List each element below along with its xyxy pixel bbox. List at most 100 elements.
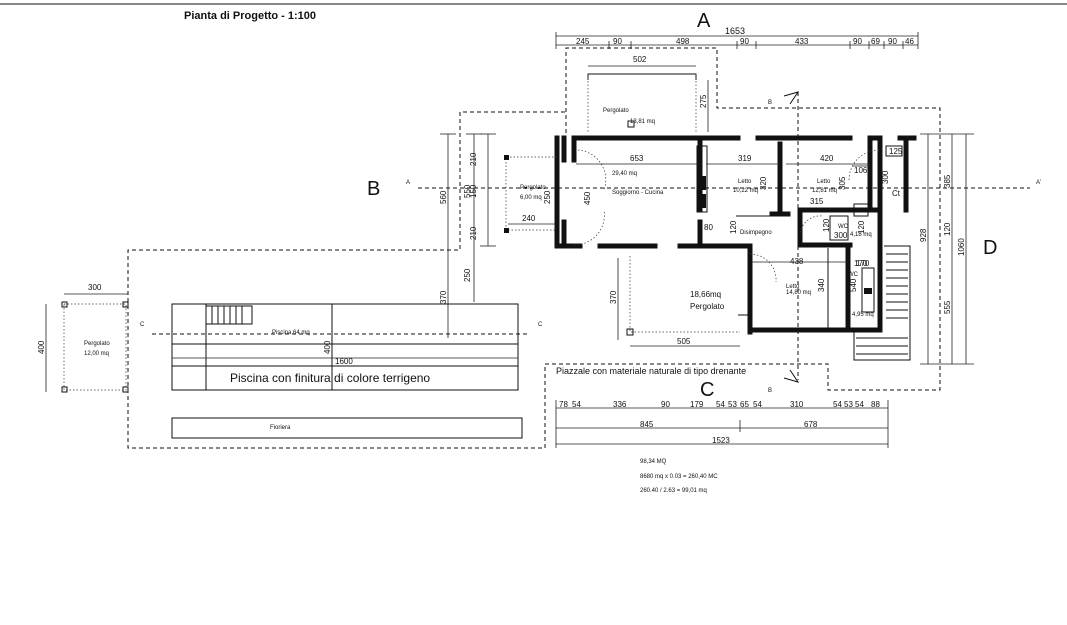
stairs-right (853, 245, 911, 361)
wc-2: WC 4,95 mq 340 170 (817, 259, 875, 318)
dim-label: 370 (609, 290, 618, 304)
section-letter-b: B (367, 178, 380, 200)
dim-label: 250 (463, 268, 472, 282)
dim-label: 1600 (335, 357, 353, 366)
dim-label: 336 (613, 400, 627, 409)
dim-label: 54 (572, 400, 581, 409)
section-mark: C (538, 322, 543, 328)
section-line-b: B B (768, 91, 800, 394)
dim-label: 653 (630, 154, 644, 163)
ct-room: 125 106 300 Ct (852, 145, 903, 217)
bottom-dimensions: 78 54 336 90 179 54 53 65 54 310 54 53 5… (555, 400, 889, 448)
letto-1: 319 Letto 10,22 mq 320 (706, 154, 780, 194)
dim-label: 54 (833, 400, 842, 409)
dim-label: 120 (857, 220, 866, 234)
building-walls (554, 135, 917, 335)
dim-label: 400 (323, 340, 332, 354)
top-dim-part: 90 (853, 37, 862, 46)
dim-label: 315 (810, 197, 824, 206)
dim-label: 170 (856, 259, 870, 268)
top-dim-part: 90 (740, 37, 749, 46)
dim-label: 54 (753, 400, 762, 409)
room-name: Ct (892, 189, 901, 198)
dim-label: 53 (728, 400, 737, 409)
top-dim-part: 69 (871, 37, 880, 46)
property-outline (127, 47, 941, 449)
note-line: 260.40 / 2.63 = 99,01 mq (640, 488, 707, 494)
dim-label: 505 (677, 337, 691, 346)
top-dim-part: 90 (613, 37, 622, 46)
top-dim-part: 46 (905, 37, 914, 46)
room-name: Disimpegno (740, 230, 772, 236)
dim-label: 179 (690, 400, 704, 409)
section-letter-a: A (697, 10, 711, 32)
room-area: 12,00 mq (84, 351, 109, 357)
dim-label: 170 (854, 259, 868, 268)
room-area: 18,66mq (690, 290, 721, 299)
dim-label: 53 (844, 400, 853, 409)
section-line-c: C C (140, 322, 543, 335)
room-name: Letto (817, 179, 831, 185)
dim-label: 370 (439, 290, 448, 304)
room-area: 29,40 mq (612, 171, 637, 177)
room-name: Letto (786, 284, 800, 290)
dim-label: 210 (469, 152, 478, 166)
soggiorno-cucina: 653 29,40 mq Soggiorno - Cucina 450 (576, 154, 700, 205)
swimming-pool: Piscina 64 mq Piscina con finitura di co… (171, 303, 519, 391)
kitchen-unit (696, 145, 708, 213)
dim-label: 320 (759, 176, 768, 190)
pergolato-top: 502 Pergolato 13,81 mq 275 (587, 55, 709, 132)
dim-label: 678 (804, 420, 818, 429)
piazzale-label: Piazzale con materiale naturale di tipo … (556, 366, 746, 376)
top-dim-part: 498 (676, 37, 690, 46)
letto-3: 438 Letto 14,80 mq (752, 257, 848, 296)
room-name: WC (838, 224, 849, 230)
room-name: Pergolato (84, 341, 110, 347)
wc-1: WC 4,18 mq 300 120 (822, 215, 872, 241)
dim-label: 1060 (957, 238, 966, 256)
dim-label: 555 (943, 300, 952, 314)
dim-label: 450 (583, 191, 592, 205)
pergolato-left: Pergolato 6,00 mq 240 250 (504, 155, 557, 233)
right-dimensions: 385 928 1060 120 555 120 170 540 (849, 133, 974, 365)
pergolato-bottom: 370 18,66mq Pergolato 505 (609, 256, 740, 347)
dim-label: 502 (633, 55, 647, 64)
top-dim-total: 1653 (725, 26, 745, 36)
room-area: 10,22 mq (733, 188, 758, 194)
dim-label: 106 (854, 166, 868, 175)
dim-label: 319 (738, 154, 752, 163)
dim-label: 300 (834, 231, 848, 240)
dim-label: 300 (88, 283, 102, 292)
dim-label: 1523 (712, 436, 730, 445)
note-line: 8680 mq x 0.03 = 260,40 MC (640, 474, 718, 480)
dim-label: 125 (889, 147, 903, 156)
section-letter-d: D (983, 237, 997, 259)
room-name: Letto (738, 179, 752, 185)
dim-label: 275 (699, 94, 708, 108)
top-dimension-chain: 1653 245 90 498 90 433 90 69 90 46 (555, 26, 919, 49)
dim-label: 438 (790, 257, 804, 266)
dim-label: 78 (559, 400, 568, 409)
room-name: Pergolato (690, 302, 725, 311)
top-dim-part: 433 (795, 37, 809, 46)
section-mark: A (406, 180, 410, 186)
dim-label: 54 (716, 400, 725, 409)
dim-label: 305 (838, 176, 847, 190)
room-area: 4,18 mq (850, 232, 872, 238)
area-notes: 98,34 MQ 8680 mq x 0.03 = 260,40 MC 260.… (640, 459, 718, 494)
top-dim-part: 90 (888, 37, 897, 46)
dim-label: 310 (790, 400, 804, 409)
section-mark: B (768, 388, 772, 394)
pool-name: Piscina 64 mq (272, 330, 310, 336)
section-mark: A' (1036, 180, 1041, 186)
room-name: Soggiorno - Cucina (612, 190, 664, 196)
room-area: 14,80 mq (786, 290, 811, 296)
pool-note: Piscina con finitura di colore terrigeno (230, 371, 430, 385)
room-area: 4,95 mq (852, 312, 874, 318)
room-area: 13,81 mq (630, 119, 655, 125)
room-name: WC (848, 272, 859, 278)
dim-label: 560 (439, 190, 448, 204)
dim-label: 385 (943, 174, 952, 188)
dim-label: 240 (522, 214, 536, 223)
